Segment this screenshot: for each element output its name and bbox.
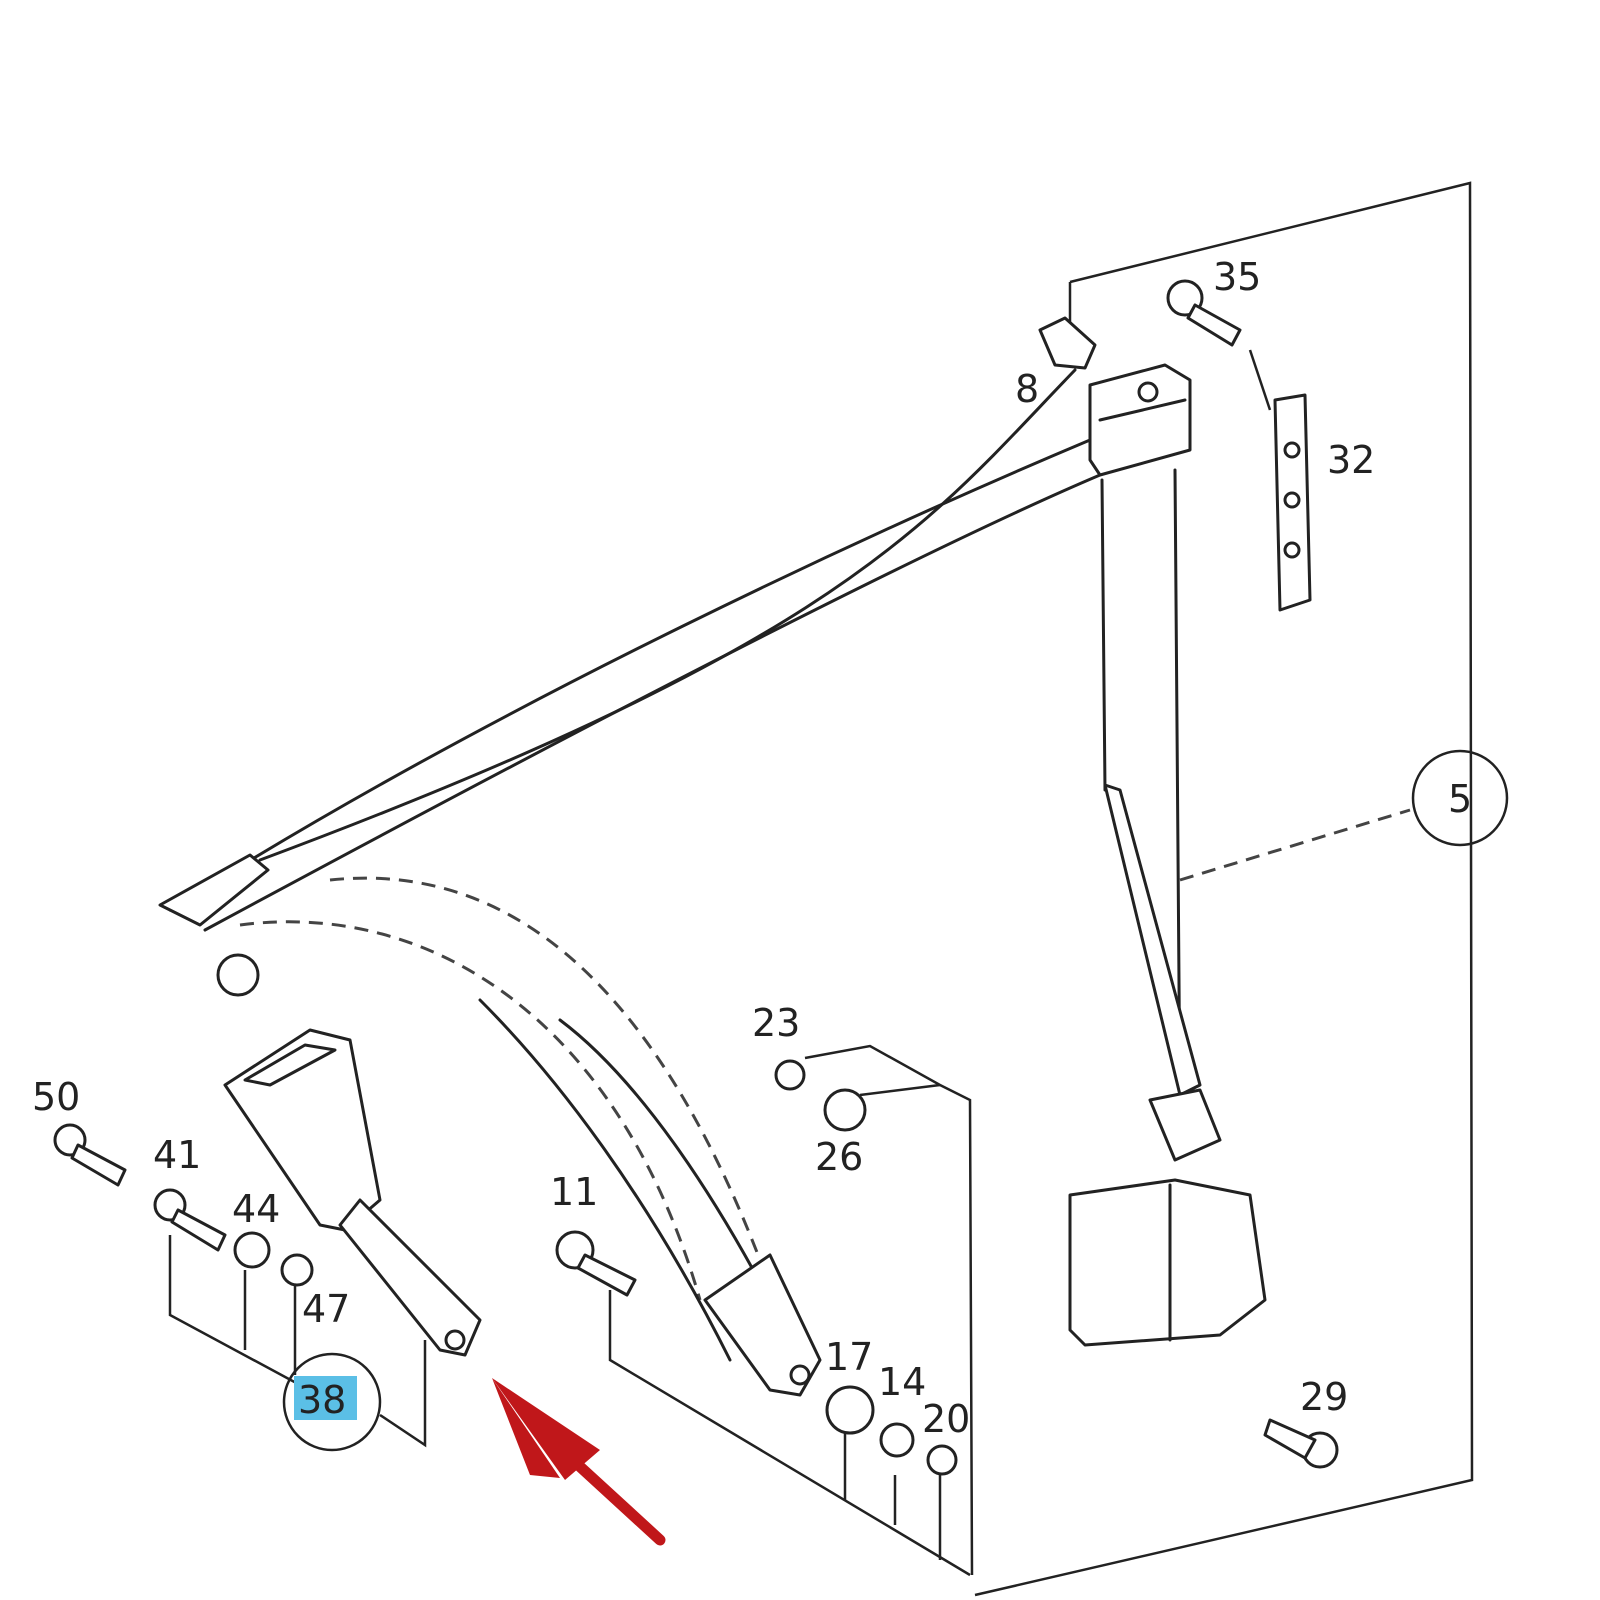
label-32[interactable]: 32 [1327, 438, 1375, 482]
label-47[interactable]: 47 [302, 1287, 350, 1331]
buckle [223, 1028, 482, 1357]
label-26[interactable]: 26 [815, 1135, 863, 1179]
part-8-nut [1038, 316, 1097, 370]
label-5[interactable]: 5 [1448, 777, 1472, 821]
label-38[interactable]: 38 [298, 1378, 346, 1422]
frame-lines [168, 181, 1474, 1597]
label-41[interactable]: 41 [153, 1133, 201, 1177]
part-32-rail [1273, 393, 1312, 612]
lower-anchor [703, 1253, 822, 1397]
label-44[interactable]: 44 [232, 1187, 280, 1231]
upper-anchor [1088, 363, 1192, 477]
belt-guide [158, 853, 270, 997]
callout-circle-38 [282, 1352, 382, 1452]
highlight-38 [294, 1376, 357, 1420]
hardware [53, 1059, 1339, 1476]
callout-circle-5 [1411, 749, 1509, 847]
red-arrow-icon [492, 1378, 666, 1546]
label-23[interactable]: 23 [752, 1001, 800, 1045]
label-17[interactable]: 17 [825, 1335, 873, 1379]
label-29[interactable]: 29 [1300, 1375, 1348, 1419]
label-11[interactable]: 11 [550, 1170, 598, 1214]
retractor [1068, 783, 1267, 1347]
label-8[interactable]: 8 [1015, 367, 1039, 411]
label-14[interactable]: 14 [878, 1360, 926, 1404]
label-35[interactable]: 35 [1213, 255, 1261, 299]
label-20[interactable]: 20 [922, 1397, 970, 1441]
belt-webbing [168, 368, 1182, 1362]
label-50[interactable]: 50 [32, 1075, 80, 1119]
part-35-bolt [1166, 279, 1242, 347]
